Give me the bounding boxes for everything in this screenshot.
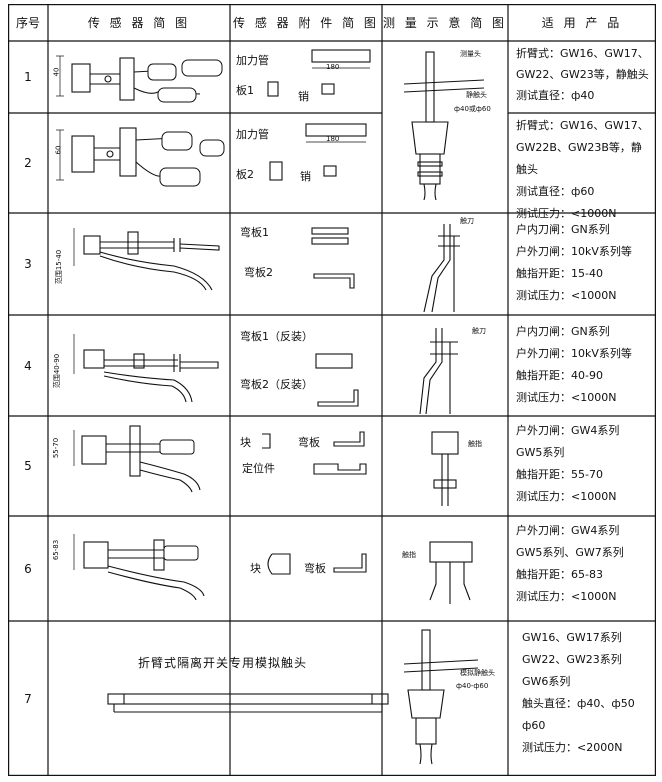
measure-diagram-7 xyxy=(403,629,479,765)
acc-label: 块 xyxy=(240,436,251,449)
accessory-diagram-6 xyxy=(267,553,367,575)
row-number: 7 xyxy=(24,691,32,706)
acc-label: 板1 xyxy=(236,84,254,97)
measure-label: 测量头 xyxy=(460,50,481,58)
sensor-diagram-6 xyxy=(73,534,205,601)
row-number: 1 xyxy=(24,70,32,84)
acc-label: 销 xyxy=(298,90,309,103)
sensor-dim-label: 65-83 xyxy=(52,539,61,561)
measure-label: 触指 xyxy=(402,551,416,559)
sensor-diagram-1 xyxy=(56,55,223,103)
acc-label: 加力管 xyxy=(236,54,269,67)
product-table: 序号 传 感 器 简 图 传 感 器 附 件 简 图 测 量 示 意 简 图 适… xyxy=(8,4,656,776)
product-text: 户内刀闸：GN系列 户外刀闸：10kV系列等 触指开距：15-40 测试压力：<… xyxy=(516,223,632,302)
measure-diagram-6 xyxy=(429,541,473,604)
row-number: 2 xyxy=(24,156,32,170)
accessory-diagram-1 xyxy=(267,49,371,97)
product-text: 折臂式：GW16、GW17、 GW22、GW23等，静触头 测试直径：ф40 xyxy=(516,47,649,102)
sensor-dim-label: 60 xyxy=(54,145,63,155)
acc-label: 销 xyxy=(300,170,311,183)
acc-dim: 180 xyxy=(326,135,340,143)
sensor-dim-label: 范围15-40 xyxy=(55,249,64,285)
row-number: 5 xyxy=(24,459,32,473)
acc-label: 加力管 xyxy=(236,128,269,141)
row-number: 4 xyxy=(24,358,32,373)
accessory-diagram-4 xyxy=(315,353,359,407)
sensor-diagram-4 xyxy=(73,334,219,403)
sensor-dim-label: 范围40-90 xyxy=(53,353,62,389)
header-index: 序号 xyxy=(15,16,40,30)
header-accessory: 传 感 器 附 件 简 图 xyxy=(233,16,379,30)
acc-label: 定位件 xyxy=(242,462,275,475)
accessory-diagram-5 xyxy=(262,431,367,475)
measure-label: ф40-ф60 xyxy=(456,682,489,690)
simulated-contact-diagram xyxy=(107,693,389,713)
acc-label: 弯板 xyxy=(304,562,326,575)
product-text: 户外刀闸：GW4系列 GW5系列、GW7系列 触指开距：65-83 测试压力：<… xyxy=(516,524,624,603)
row-number: 3 xyxy=(24,257,32,271)
measure-diagram-1 xyxy=(403,51,485,201)
acc-label: 弯板2（反装） xyxy=(240,378,313,391)
measure-label: ф40或ф60 xyxy=(454,105,491,113)
accessory-diagram-2 xyxy=(269,123,367,181)
acc-label: 弯板1（反装） xyxy=(240,330,313,343)
sensor-diagram-3 xyxy=(73,228,220,291)
measure-label: 触刀 xyxy=(472,327,486,335)
measure-diagram-5 xyxy=(431,431,459,506)
row7-title: 折臂式隔离开关专用模拟触头 xyxy=(138,656,308,670)
sensor-dim-label: 55-70 xyxy=(52,437,61,459)
sensor-diagram-2 xyxy=(56,127,225,187)
acc-label: 块 xyxy=(250,562,261,575)
acc-dim: 180 xyxy=(326,63,340,71)
sensor-dim-label: 40 xyxy=(52,67,61,77)
accessory-diagram-3 xyxy=(311,227,355,289)
product-text: GW16、GW17系列 GW22、GW23系列 GW6系列 触头直径：ф40、ф… xyxy=(522,631,635,754)
acc-label: 弯板 xyxy=(298,436,320,449)
measure-label: 模拟静触头 xyxy=(460,669,495,677)
measure-diagram-4 xyxy=(419,328,458,414)
measure-label: 触指 xyxy=(468,440,482,448)
acc-label: 板2 xyxy=(236,168,254,181)
measure-label: 触刀 xyxy=(460,217,474,225)
product-text: 户内刀闸：GN系列 户外刀闸：10kV系列等 触指开距：40-90 测试压力：<… xyxy=(516,325,632,404)
measure-label: 静触头 xyxy=(466,91,487,99)
row-number: 6 xyxy=(24,561,32,576)
header-sensor: 传 感 器 简 图 xyxy=(87,16,191,30)
acc-label: 弯板1 xyxy=(240,226,269,239)
header-product: 适 用 产 品 xyxy=(541,16,623,30)
product-text: 户外刀闸：GW4系列 GW5系列 触指开距：55-70 测试压力：<1000N xyxy=(516,424,620,503)
measure-diagram-3 xyxy=(423,224,460,312)
sensor-diagram-5 xyxy=(73,425,201,493)
product-text: 折臂式：GW16、GW17、 GW22B、GW23B等，静触头 测试直径：ф60… xyxy=(516,119,649,220)
acc-label: 弯板2 xyxy=(244,266,273,279)
header-measure: 测 量 示 意 简 图 xyxy=(382,16,508,30)
table-grid xyxy=(8,4,656,776)
